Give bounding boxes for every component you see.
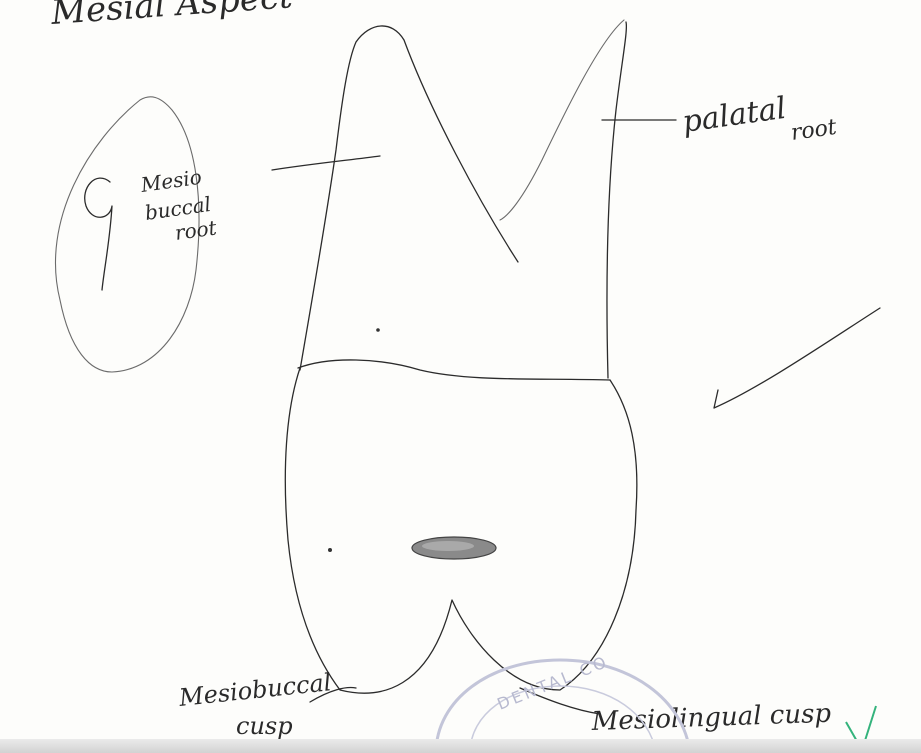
mesiobuccal-cusp-label-line1: Mesiobuccal [177, 668, 333, 712]
mesiolingual-cusp-label: Mesiolingual cusp [590, 699, 832, 737]
palatal-root-label-line2: root [789, 115, 838, 146]
root-dot [376, 328, 380, 332]
mesiobuccal-cusp-label-line2: cusp [236, 712, 293, 740]
palatal-root-outline [607, 22, 626, 378]
palatal-root-label-line1: palatal [680, 91, 788, 140]
diagram-title: Mesial Aspect [49, 0, 294, 33]
label-bracket-mark [85, 178, 112, 290]
evaluator-check-mark [714, 308, 880, 408]
scan-edge-band [0, 739, 921, 753]
mesiobuccal-root-outline [300, 26, 518, 370]
mesiobuccal-root-label-line3: root [173, 215, 219, 245]
mesiobuccal-root-label-line1: Mesio [138, 165, 203, 197]
mesiobuccal-root-leader [272, 156, 380, 170]
crown-dot [328, 548, 332, 552]
cervical-line [298, 360, 610, 380]
occlusal-pit-highlight [422, 541, 474, 551]
crown-outline [285, 368, 637, 693]
